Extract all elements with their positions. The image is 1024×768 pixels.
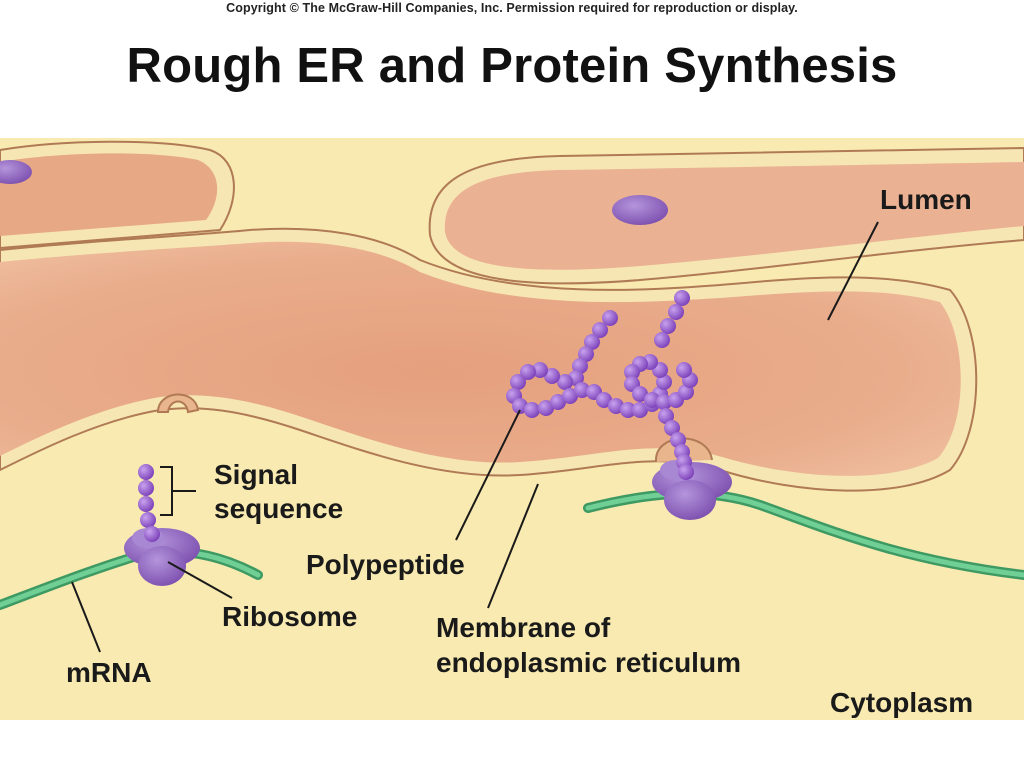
upper-right-cisterna-lumen bbox=[444, 162, 1024, 270]
polypeptide-bead bbox=[654, 332, 670, 348]
polypeptide-bead bbox=[674, 290, 690, 306]
polypeptide-bead bbox=[632, 386, 648, 402]
signal-bead bbox=[140, 512, 156, 528]
signal-bead bbox=[144, 526, 160, 542]
polypeptide-bead bbox=[664, 420, 680, 436]
polypeptide-bead bbox=[620, 402, 636, 418]
polypeptide-bead bbox=[660, 318, 676, 334]
label-cytoplasm: Cytoplasm bbox=[830, 687, 973, 718]
polypeptide-bead bbox=[592, 322, 608, 338]
ribosome-top-left bbox=[0, 160, 32, 184]
polypeptide-beads bbox=[506, 290, 698, 480]
polypeptide-bead bbox=[624, 364, 640, 380]
polypeptide-bead bbox=[574, 382, 590, 398]
signal-bead bbox=[138, 480, 154, 496]
signal-bead bbox=[138, 496, 154, 512]
polypeptide-bead bbox=[557, 374, 573, 390]
label-signal-line1: Signal bbox=[214, 459, 298, 490]
pointer-polypeptide bbox=[455, 409, 521, 541]
label-membrane-line1: Membrane of bbox=[436, 612, 611, 643]
signal-sequence-beads bbox=[138, 464, 160, 542]
label-membrane-line2: endoplasmic reticulum bbox=[436, 647, 741, 678]
polypeptide-bead bbox=[584, 334, 600, 350]
label-mrna: mRNA bbox=[66, 657, 152, 688]
ribosome-top-right bbox=[612, 195, 668, 225]
label-signal-line2: sequence bbox=[214, 493, 343, 524]
polypeptide-bead bbox=[596, 392, 612, 408]
pointer-mrna bbox=[71, 581, 101, 653]
polypeptide-bead bbox=[632, 402, 648, 418]
polypeptide-bead bbox=[562, 388, 578, 404]
upper-er-tube-lumen bbox=[0, 153, 218, 236]
polypeptide-bead bbox=[656, 394, 672, 410]
label-lumen: Lumen bbox=[880, 184, 972, 215]
polypeptide-bead bbox=[538, 400, 554, 416]
polypeptide-bead bbox=[676, 362, 692, 378]
copyright-notice: Copyright © The McGraw-Hill Companies, I… bbox=[226, 1, 798, 15]
polypeptide-bead bbox=[524, 402, 540, 418]
polypeptide-bead bbox=[550, 394, 566, 410]
polypeptide-bead bbox=[668, 304, 684, 320]
polypeptide-bead bbox=[578, 346, 594, 362]
pointer-membrane bbox=[487, 483, 539, 609]
polypeptide-bead bbox=[510, 374, 526, 390]
pointer-lumen bbox=[827, 221, 879, 321]
ribosome-free bbox=[124, 528, 200, 586]
polypeptide-bead bbox=[644, 392, 660, 408]
polypeptide-bead bbox=[532, 362, 548, 378]
polypeptide-bead bbox=[658, 408, 674, 424]
membrane-pore-left bbox=[156, 393, 200, 414]
er-lumen bbox=[0, 241, 961, 476]
mrna-strand-right-highlight bbox=[585, 491, 1024, 578]
signal-bracket bbox=[160, 466, 196, 516]
polypeptide-bead bbox=[602, 310, 618, 326]
label-polypeptide: Polypeptide bbox=[306, 549, 465, 580]
polypeptide-bead bbox=[678, 464, 694, 480]
label-ribosome: Ribosome bbox=[222, 601, 357, 632]
page-title: Rough ER and Protein Synthesis bbox=[126, 39, 898, 93]
pointer-ribosome bbox=[167, 561, 233, 599]
ribosome-membrane-bound bbox=[652, 460, 732, 520]
signal-bead bbox=[138, 464, 154, 480]
polypeptide-bead bbox=[520, 364, 536, 380]
polypeptide-bead bbox=[544, 368, 560, 384]
